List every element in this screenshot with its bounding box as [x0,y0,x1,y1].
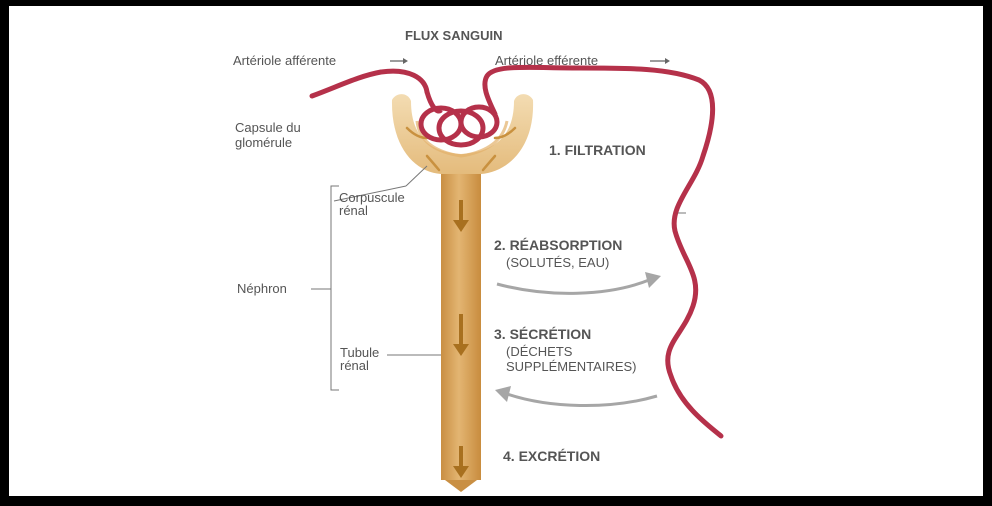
afferent-arteriole [312,71,427,96]
label-corpuscule-line2: rénal [339,204,368,218]
step-reabsorption-detail: (SOLUTÉS, EAU) [506,255,609,270]
tubule-end-arrow-icon [445,480,477,492]
secretion-arrow [495,386,657,406]
diagram-frame: FLUX SANGUIN Artériole afférente Artério… [9,6,983,496]
reabsorption-arrow [497,272,661,293]
glomerulus [421,92,497,145]
step-reabsorption: 2. RÉABSORPTION [494,237,622,254]
afferent-arrow-icon [390,58,408,64]
label-efferent-arteriole: Artériole efférente [495,54,598,68]
step-secretion: 3. SÉCRÉTION [494,326,591,343]
label-capsule-line2: glomérule [235,136,292,150]
step-filtration: 1. FILTRATION [549,142,646,159]
diagram-title: FLUX SANGUIN [405,28,503,43]
label-nephron: Néphron [237,282,287,296]
label-tubule-line2: rénal [340,359,369,373]
label-capsule-line1: Capsule du [235,121,301,135]
efferent-arrow-icon [650,58,670,64]
label-afferent-arteriole: Artériole afférente [233,54,336,68]
step-secretion-detail-line1: (DÉCHETS [506,344,572,359]
step-excretion: 4. EXCRÉTION [503,448,600,465]
step-secretion-detail-line2: SUPPLÉMENTAIRES) [506,359,637,374]
